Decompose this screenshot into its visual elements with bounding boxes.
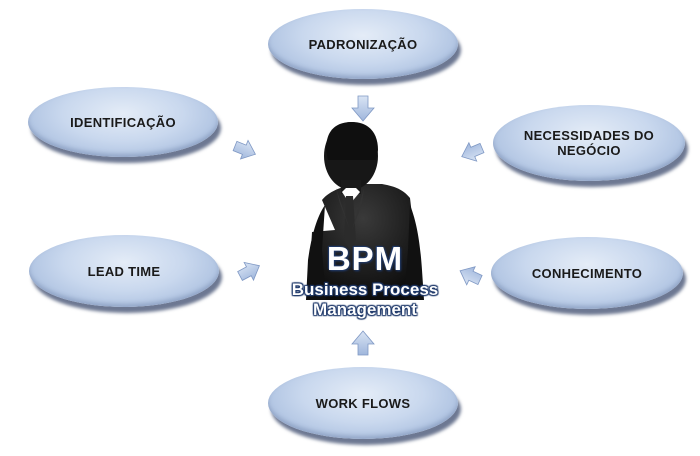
- businessman-silhouette-icon: [306, 122, 424, 300]
- node-necessidades-label: NECESSIDADES DO NEGÓCIO: [523, 128, 655, 158]
- node-conhecimento: CONHECIMENTO: [491, 237, 683, 309]
- node-padronizacao: PADRONIZAÇÃO: [268, 9, 458, 79]
- node-workflows-label: WORK FLOWS: [315, 395, 411, 411]
- arrow-from-conhecimento-icon: [459, 266, 483, 286]
- node-lead-time: LEAD TIME: [29, 235, 219, 307]
- center-subtitle-line1: Business Process: [291, 280, 439, 299]
- node-necessidades-do-negocio: NECESSIDADES DO NEGÓCIO: [493, 105, 685, 181]
- arrow-from-padronizacao-icon: [351, 95, 375, 122]
- node-padronizacao-label: PADRONIZAÇÃO: [308, 36, 418, 52]
- node-leadtime-label: LEAD TIME: [87, 263, 161, 279]
- node-identificacao: IDENTIFICAÇÃO: [28, 87, 218, 157]
- node-conhecimento-label: CONHECIMENTO: [531, 265, 643, 281]
- node-work-flows: WORK FLOWS: [268, 367, 458, 439]
- arrow-from-leadtime-icon: [237, 261, 260, 282]
- arrow-from-workflows-icon: [351, 330, 375, 356]
- arrow-from-necessidades-icon: [461, 141, 485, 162]
- center-subtitle-line2: Management: [313, 300, 417, 319]
- node-identificacao-label: IDENTIFICAÇÃO: [70, 114, 176, 130]
- center-title: BPM: [326, 240, 404, 277]
- arrow-from-identificacao-icon: [232, 139, 256, 160]
